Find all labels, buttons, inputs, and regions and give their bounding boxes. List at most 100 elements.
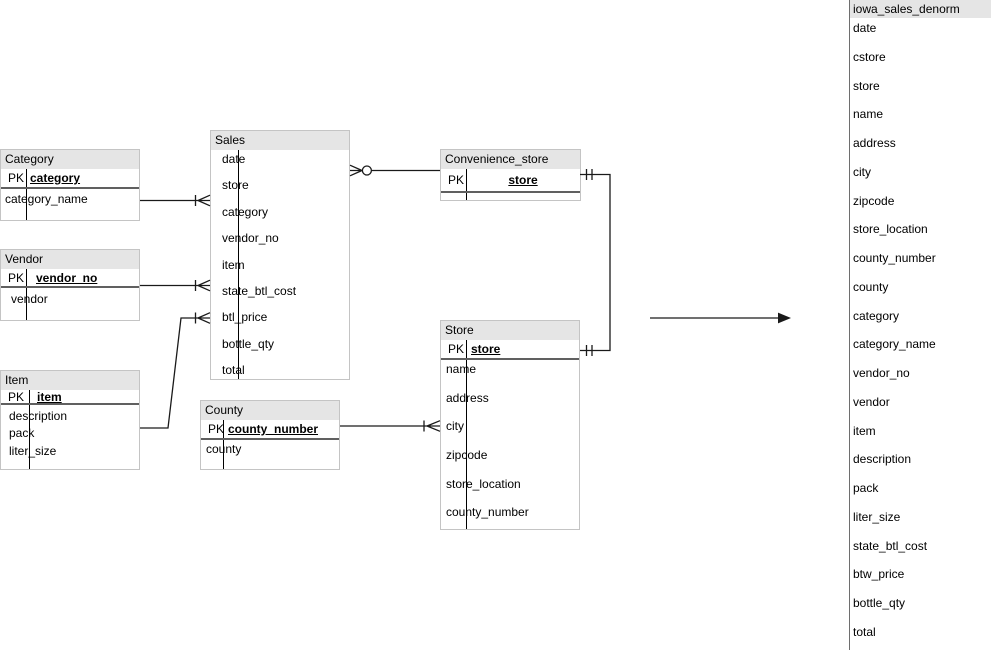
denorm-field: date (853, 21, 877, 35)
pk-label: PK (8, 270, 25, 285)
denorm-panel-title: iowa_sales_denorm (850, 0, 991, 18)
denorm-field: item (853, 423, 876, 438)
pk-column-separator (238, 150, 239, 379)
attribute-list: vendor (1, 288, 139, 308)
denorm-field: county_number (853, 251, 936, 265)
attribute-row: bottle_qty (222, 336, 275, 351)
pk-field: vendor_no (36, 270, 98, 285)
attribute-list: name address city zipcodestore_locationcoun… (441, 360, 579, 532)
pk-column-separator (26, 269, 27, 320)
denorm-field: vendor_no (853, 366, 910, 380)
denorm-field: state_btl_cost (853, 538, 928, 553)
attribute-row: btl_price (222, 310, 268, 325)
rel-convenience-store-store (580, 169, 611, 356)
attribute-row: description (9, 409, 68, 423)
attribute-row: county (201, 440, 339, 458)
table-title: County (201, 401, 339, 420)
denorm-field: cstore (853, 49, 886, 64)
table-title: Convenience_store (441, 150, 580, 169)
attribute-row: state_btl_cost (222, 283, 297, 298)
attribute-row: item (222, 257, 245, 272)
attribute-row: category_name (5, 192, 88, 206)
attribute-row: total (222, 363, 245, 378)
pk-column-separator (29, 390, 30, 469)
pk-divider (201, 438, 339, 440)
pk-field: store (508, 173, 538, 187)
pk-row: PK store (441, 169, 580, 191)
denorm-field: btw_price (853, 567, 905, 582)
denorm-field: store_location (853, 222, 928, 237)
pk-column-separator (466, 340, 467, 529)
pk-label: PK (448, 342, 465, 356)
pk-column-separator (223, 420, 224, 469)
attribute-row: address (446, 390, 489, 405)
table-title: Item (1, 371, 139, 390)
attribute-row: store_location (446, 476, 521, 491)
pk-label: PK (208, 422, 225, 436)
attribute-row: category (222, 204, 269, 219)
attribute-row: store (222, 178, 249, 193)
attribute-row: date (222, 152, 246, 166)
attribute-list: county (201, 440, 339, 458)
pk-column-separator (466, 169, 467, 200)
pk-divider (441, 191, 580, 193)
table-convenience-store[interactable]: Convenience_store PK store (440, 149, 581, 201)
attribute-row: county_number (446, 505, 529, 520)
pk-divider (441, 358, 579, 360)
pk-divider (1, 187, 139, 189)
attribute-list: category_name (1, 189, 139, 209)
rel-county-store (340, 420, 441, 432)
pk-field: county_number (228, 422, 319, 436)
pk-row: PK category (1, 169, 139, 187)
attribute-row: vendor_no (222, 231, 279, 246)
pk-field: category (30, 171, 81, 185)
attribute-row: vendor (11, 292, 48, 306)
pk-row: PK vendor_no (1, 269, 139, 286)
table-title: Category (1, 150, 139, 169)
table-category[interactable]: Category PK category category_name (0, 149, 140, 221)
pk-row: PK county_number (201, 420, 339, 438)
table-store[interactable]: Store PK store nameaddresscityzipcodesto… (440, 320, 580, 530)
denorm-field: city (853, 164, 871, 179)
denorm-field: vendor (853, 394, 890, 409)
attribute-row: liter_size (9, 443, 57, 458)
denorm-field: store (853, 78, 880, 93)
table-county[interactable]: County PK county_number county (200, 400, 340, 470)
denorm-field: description (853, 452, 912, 467)
pk-label: PK (8, 389, 25, 404)
pk-divider (1, 403, 139, 405)
denorm-field: zipcode (853, 193, 895, 208)
denorm-field: category (853, 308, 900, 323)
attribute-row: city (446, 419, 464, 434)
pk-label: PK (8, 171, 25, 185)
pk-divider (1, 286, 139, 288)
pk-field: store (471, 342, 501, 356)
table-title: Store (441, 321, 579, 340)
pk-column-separator (26, 169, 27, 220)
pk-field: item (37, 389, 62, 404)
denorm-field: pack (853, 481, 879, 495)
pk-row: PK item (1, 389, 139, 404)
denorm-field: total (853, 624, 876, 639)
pk-row: PK store (441, 340, 579, 358)
attribute-row: name (446, 362, 477, 376)
denorm-field: liter_size (853, 509, 901, 524)
table-title: Sales (211, 131, 349, 150)
table-vendor[interactable]: Vendor PK vendor_no vendor (0, 249, 140, 321)
denorm-field: bottle_qty (853, 596, 906, 610)
attribute-row: zipcode (441, 446, 579, 475)
pk-label: PK (448, 173, 465, 187)
rel-vendor-sales (140, 279, 211, 292)
table-title: Vendor (1, 250, 139, 269)
denorm-field: category_name (853, 337, 936, 352)
denorm-field: county (853, 279, 889, 294)
rel-sales-convenience-store (349, 164, 440, 177)
denorm-flow-arrow (650, 312, 791, 324)
